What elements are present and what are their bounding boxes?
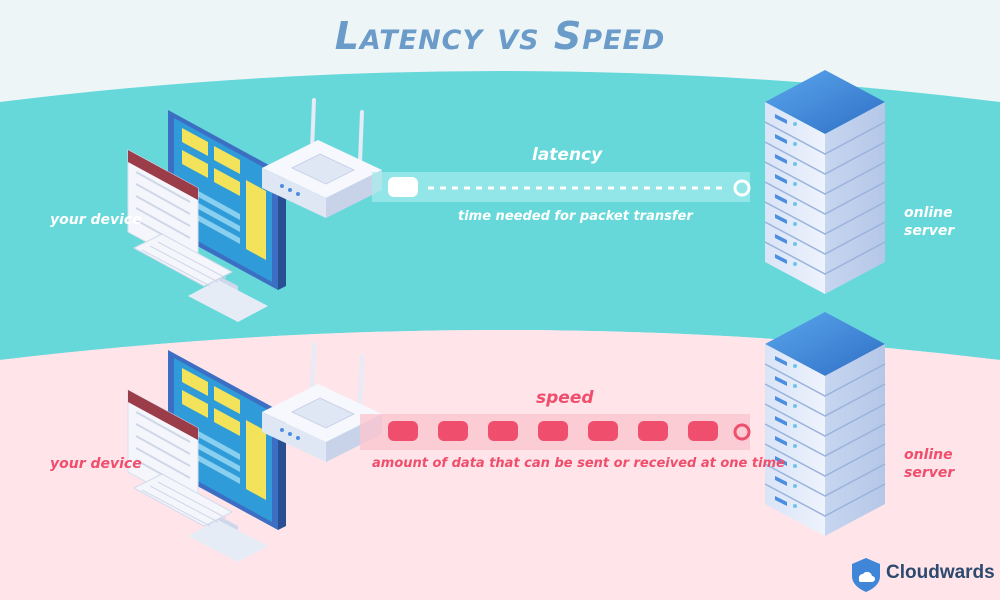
page-title: Latency vs Speed [334,14,666,58]
speed-link-description: amount of data that can be sent or recei… [372,456,785,471]
latency-link-description: time needed for packet transfer [458,209,693,224]
speed-link-label: speed [536,388,594,408]
speed-packet [488,421,518,441]
brand-name: Cloudwards [886,562,995,583]
server-rack-icon [764,69,886,295]
latency-device-label: your device [50,212,142,228]
speed-packet [588,421,618,441]
latency-band [0,71,1000,360]
latency-server-label: online server [904,205,955,239]
speed-device-label: your device [50,456,142,472]
speed-packet [538,421,568,441]
speed-packet [438,421,468,441]
speed-endpoint-icon [733,423,751,441]
speed-packet [388,421,418,441]
latency-endpoint-icon [733,179,751,197]
brand-logo: Cloudwards [852,556,997,592]
speed-server-label: online server [904,447,955,481]
cloudwards-logo-icon [852,558,880,592]
speed-packet [688,421,718,441]
speed-packet [638,421,668,441]
latency-packet [388,177,418,197]
speed-packets [388,421,718,441]
latency-link-label: latency [532,145,603,165]
server-rack-icon [764,311,886,537]
